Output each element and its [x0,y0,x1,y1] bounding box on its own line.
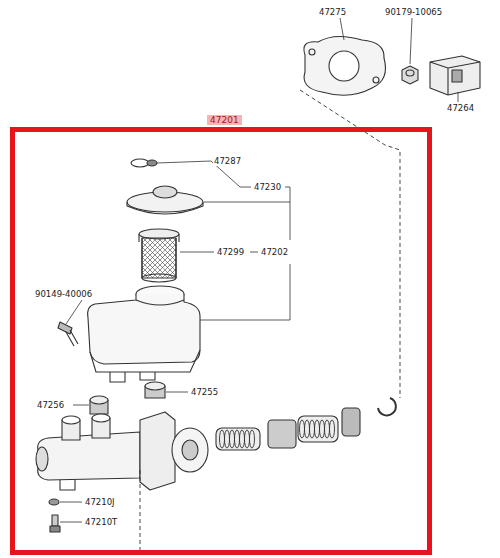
assembly-region: 47201 [10,127,432,555]
callout-number: 90179-10065 [384,7,443,17]
cylinder-body [38,432,140,480]
callout-number: 47210J [84,497,116,507]
bracket [430,56,480,95]
assembly-number: 47201 [207,115,242,125]
reservoir [88,294,200,364]
callout-number: 47287 [213,156,242,166]
gasket [304,36,386,95]
callout-number: 47210T [84,517,118,527]
callout-number: 90149-40006 [34,289,93,299]
nut [402,66,418,84]
callout-number: 47264 [446,103,475,113]
callout-number: 47256 [36,400,65,410]
callout-number: 47299 [216,247,245,257]
callout-number: 47230 [253,182,282,192]
callout-number: 47275 [318,7,347,17]
callout-number: 47255 [190,387,219,397]
callout-number: 47202 [260,247,289,257]
